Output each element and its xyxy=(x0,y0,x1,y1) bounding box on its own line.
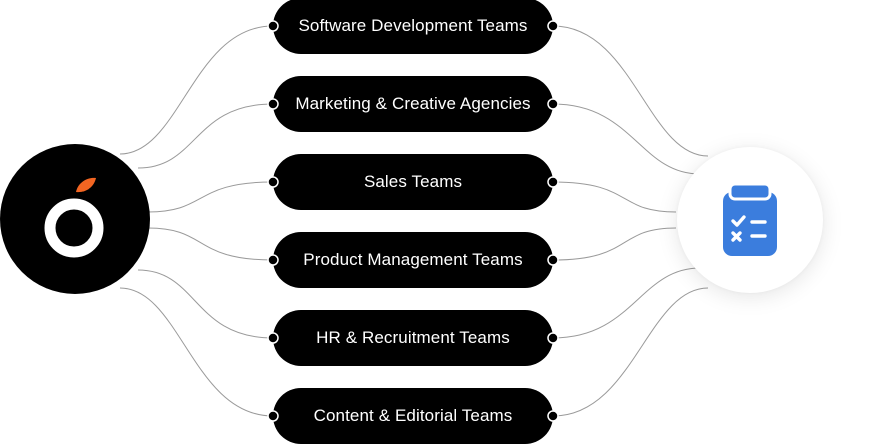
team-pill-sales: Sales Teams xyxy=(273,154,553,210)
right-connector-line xyxy=(552,227,677,261)
left-connector-line xyxy=(147,227,274,261)
right-connector-line xyxy=(552,181,677,213)
team-label: Marketing & Creative Agencies xyxy=(295,94,531,113)
check-mark xyxy=(731,215,746,227)
team-pill-software-development: Software Development Teams xyxy=(273,0,553,54)
right-connector-line xyxy=(552,103,701,175)
team-pill-hr-recruitment: HR & Recruitment Teams xyxy=(273,310,553,366)
right-connector-line xyxy=(552,25,709,157)
team-pill-product-management: Product Management Teams xyxy=(273,232,553,288)
team-pill-content-editorial: Content & Editorial Teams xyxy=(273,388,553,444)
logo-leaf xyxy=(76,177,96,193)
orange-logo-icon xyxy=(44,177,104,258)
task-checklist-hub xyxy=(677,147,823,293)
clipboard-clip xyxy=(728,182,772,201)
brand-logo-hub xyxy=(0,144,150,294)
team-label: Product Management Teams xyxy=(303,250,523,269)
team-label: Content & Editorial Teams xyxy=(313,406,513,425)
right-connector-line xyxy=(552,287,709,417)
left-connector-line xyxy=(119,287,274,417)
left-connector-line xyxy=(137,269,274,339)
team-pill-marketing-creative: Marketing & Creative Agencies xyxy=(273,76,553,132)
left-connector-line xyxy=(137,103,274,169)
team-label: HR & Recruitment Teams xyxy=(316,328,510,347)
left-connector-line xyxy=(147,181,274,213)
clipboard-checklist-icon xyxy=(723,182,777,256)
team-label: Software Development Teams xyxy=(298,16,528,35)
clipboard-body xyxy=(723,192,777,256)
logo-ring-shape xyxy=(44,198,104,258)
cross-mark xyxy=(731,231,742,242)
right-connector-line xyxy=(552,267,701,339)
left-connector-line xyxy=(119,25,274,155)
team-label: Sales Teams xyxy=(363,172,463,191)
